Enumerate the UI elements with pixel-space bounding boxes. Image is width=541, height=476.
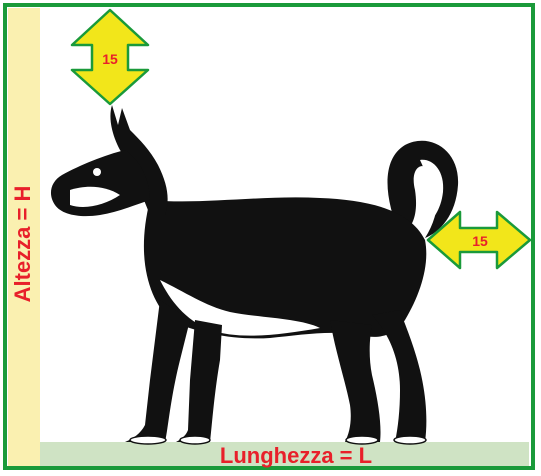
diagram-border [3, 3, 535, 470]
height-band [8, 8, 40, 466]
top-margin-label: 15 [102, 51, 118, 67]
length-label: Lunghezza = L [220, 443, 372, 468]
length-band [40, 442, 529, 466]
right-margin-label: 15 [472, 233, 488, 249]
dog-silhouette-icon [50, 105, 459, 445]
height-label: Altezza = H [10, 186, 35, 303]
top-margin-arrow: 15 [70, 8, 150, 106]
right-margin-arrow: 15 [426, 210, 532, 270]
